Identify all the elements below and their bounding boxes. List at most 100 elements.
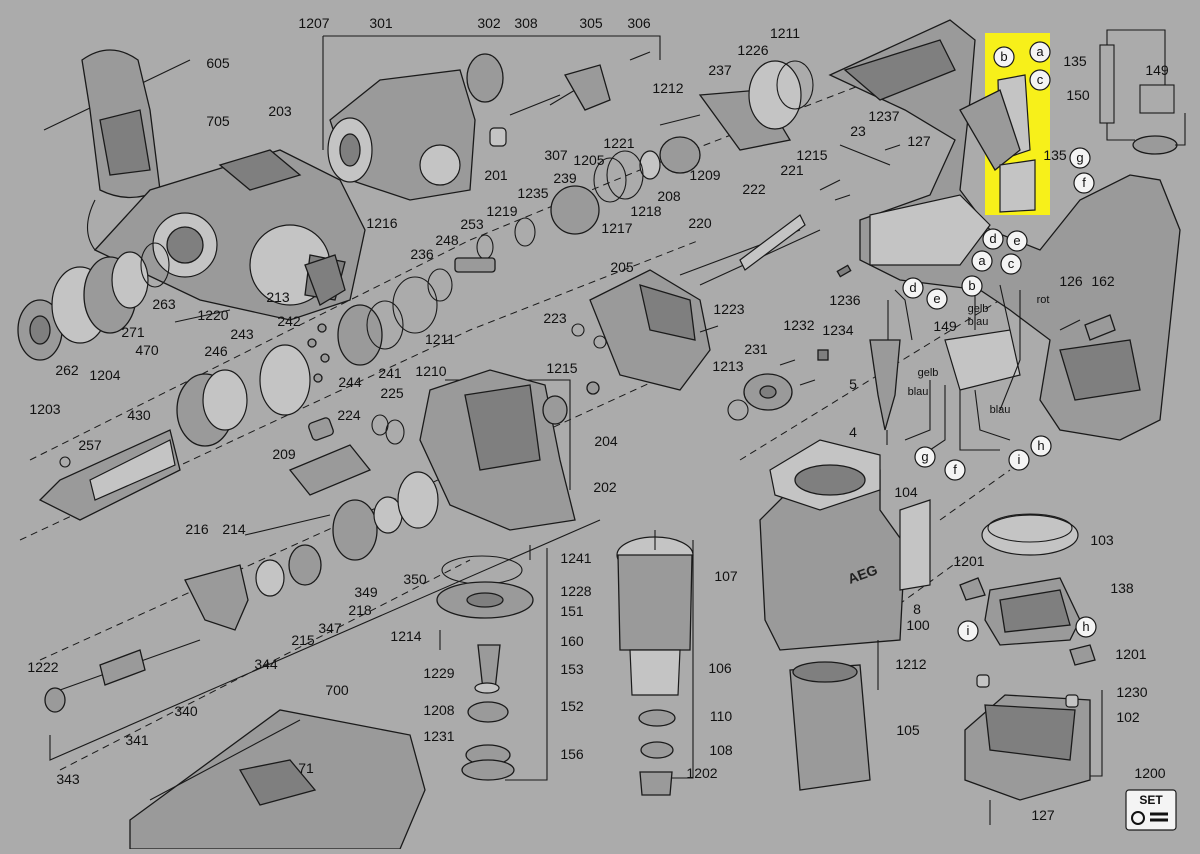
part-label-1207: 1207 — [298, 15, 329, 31]
part-label-237: 237 — [708, 62, 732, 78]
armature — [616, 530, 694, 796]
wire-label-blau: blau — [968, 316, 989, 328]
part-label-1228: 1228 — [560, 583, 591, 599]
cover-205 — [571, 269, 719, 395]
part-label-1220: 1220 — [197, 307, 228, 323]
part-label-214: 214 — [222, 521, 246, 537]
part-label-244: 244 — [338, 374, 362, 390]
part-label-341: 341 — [125, 732, 149, 748]
svg-text:e: e — [933, 291, 940, 306]
carrying-case — [129, 709, 426, 850]
svg-text:g: g — [1076, 150, 1083, 165]
part-label-127: 127 — [907, 133, 931, 149]
svg-text:h: h — [1037, 438, 1044, 453]
part-label-1210: 1210 — [415, 363, 446, 379]
part-label-1232: 1232 — [783, 317, 814, 333]
connector-f: f — [1073, 172, 1095, 194]
part-label-239: 239 — [553, 170, 577, 186]
svg-text:f: f — [953, 462, 957, 477]
mode-switch — [304, 254, 346, 306]
part-label-236: 236 — [410, 246, 434, 262]
part-label-1205: 1205 — [573, 152, 604, 168]
part-label-1231: 1231 — [423, 728, 454, 744]
svg-text:b: b — [968, 278, 975, 293]
part-label-126: 126 — [1059, 273, 1083, 289]
part-label-1215: 1215 — [546, 360, 577, 376]
part-label-1201: 1201 — [1115, 646, 1146, 662]
part-label-242: 242 — [277, 313, 301, 329]
connector-g: g — [1069, 147, 1091, 169]
part-label-218: 218 — [348, 602, 372, 618]
part-label-1223: 1223 — [713, 301, 744, 317]
part-label-23: 23 — [850, 123, 866, 139]
svg-text:h: h — [1082, 619, 1089, 634]
part-label-8: 8 — [913, 601, 921, 617]
part-label-430: 430 — [127, 407, 151, 423]
wire-label-blau: blau — [908, 386, 929, 398]
front-nose-parts — [17, 242, 231, 361]
connector-a: a — [971, 250, 993, 272]
part-label-100: 100 — [906, 617, 930, 633]
part-label-1200: 1200 — [1134, 765, 1165, 781]
part-label-1204: 1204 — [89, 367, 120, 383]
svg-text:a: a — [1036, 44, 1044, 59]
part-label-248: 248 — [435, 232, 459, 248]
part-label-347: 347 — [318, 620, 342, 636]
cylinder-assembly — [327, 51, 651, 201]
part-label-307: 307 — [544, 147, 568, 163]
svg-text:i: i — [967, 623, 970, 638]
motor-housing — [759, 439, 931, 651]
part-label-209: 209 — [272, 446, 296, 462]
part-label-700: 700 — [325, 682, 349, 698]
connector-c: c — [1000, 253, 1022, 275]
part-label-1217: 1217 — [601, 220, 632, 236]
part-label-201: 201 — [484, 167, 508, 183]
clutch-parts — [44, 471, 439, 713]
part-label-135: 135 — [1043, 147, 1067, 163]
wire-label-rot: rot — [1037, 294, 1050, 306]
part-label-1226: 1226 — [737, 42, 768, 58]
part-label-343: 343 — [56, 771, 80, 787]
schematic-box — [1099, 29, 1186, 155]
part-label-253: 253 — [460, 216, 484, 232]
part-label-1211: 1211 — [770, 25, 800, 41]
svg-text:a: a — [978, 253, 986, 268]
part-label-106: 106 — [708, 660, 732, 676]
part-label-1208: 1208 — [423, 702, 454, 718]
connector-e: e — [1006, 230, 1028, 252]
connector-g: g — [914, 446, 936, 468]
part-label-223: 223 — [543, 310, 567, 326]
part-label-224: 224 — [337, 407, 361, 423]
part-label-162: 162 — [1091, 273, 1115, 289]
part-label-470: 470 — [135, 342, 159, 358]
part-label-1222: 1222 — [27, 659, 58, 675]
part-label-220: 220 — [688, 215, 712, 231]
connector-h: h — [1075, 616, 1097, 638]
part-label-301: 301 — [369, 15, 393, 31]
part-label-241: 241 — [378, 365, 402, 381]
intermediate-shaft — [288, 414, 405, 496]
svg-text:f: f — [1082, 175, 1086, 190]
part-label-1209: 1209 — [689, 167, 720, 183]
part-label-152: 152 — [560, 698, 584, 714]
part-label-1213: 1213 — [712, 358, 743, 374]
part-label-135: 135 — [1063, 53, 1087, 69]
connector-a: a — [1029, 41, 1051, 63]
part-label-1219: 1219 — [486, 203, 517, 219]
set-badge: SET — [1125, 789, 1177, 831]
connector-b: b — [993, 46, 1015, 68]
piston-parts — [392, 60, 821, 334]
connector-c: c — [1029, 69, 1051, 91]
part-label-1212: 1212 — [652, 80, 683, 96]
part-label-340: 340 — [174, 703, 198, 719]
part-label-215: 215 — [291, 632, 315, 648]
part-label-150: 150 — [1066, 87, 1090, 103]
part-label-705: 705 — [206, 113, 230, 129]
part-label-149: 149 — [1145, 62, 1169, 78]
part-label-1212: 1212 — [895, 656, 926, 672]
set-badge-text: SET — [1139, 793, 1163, 807]
part-label-104: 104 — [894, 484, 918, 500]
connector-i: i — [1008, 449, 1030, 471]
tool-holder — [38, 429, 181, 521]
